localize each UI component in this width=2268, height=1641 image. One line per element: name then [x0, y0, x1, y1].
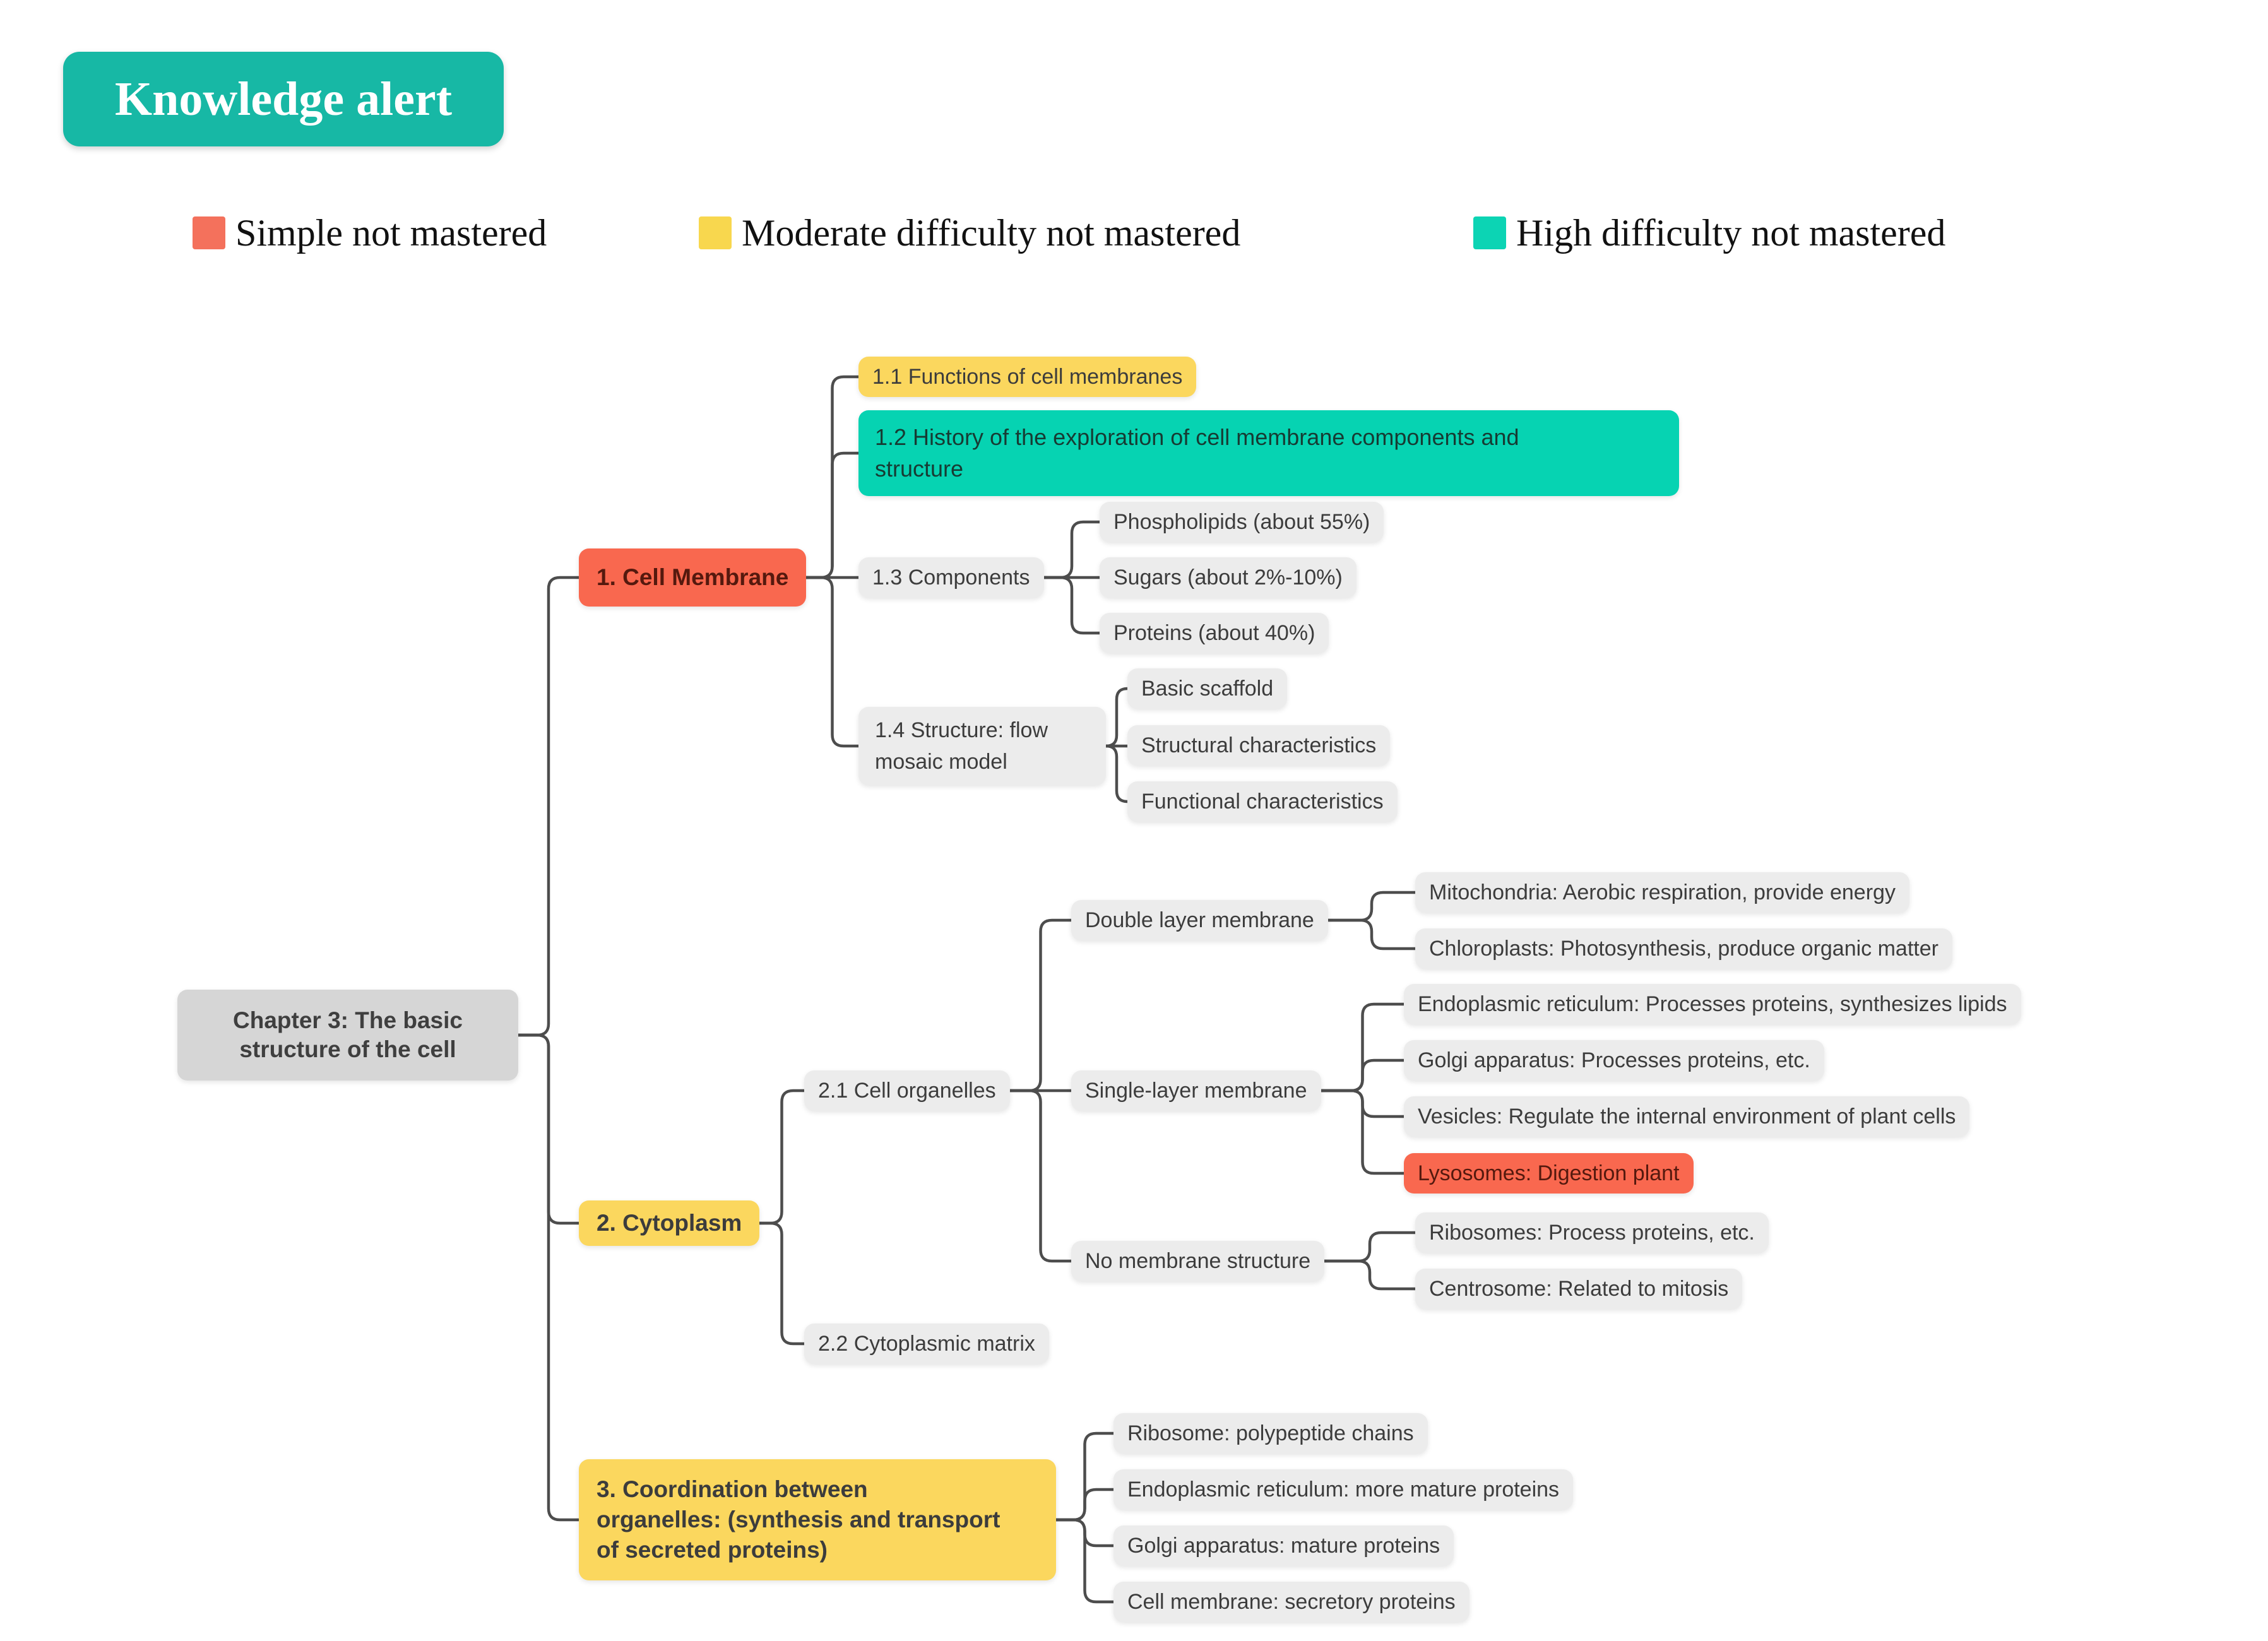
legend-label: High difficulty not mastered — [1516, 211, 1946, 254]
legend-label: Simple not mastered — [235, 211, 547, 254]
node-sugars[interactable]: Sugars (about 2%-10%) — [1100, 557, 1357, 598]
node-cytoplasm[interactable]: 2. Cytoplasm — [579, 1200, 760, 1246]
node-endoplasmic-reticulum-processes[interactable]: Endoplasmic reticulum: Processes protein… — [1404, 984, 2021, 1024]
node-er-more-mature-proteins[interactable]: Endoplasmic reticulum: more mature prote… — [1113, 1469, 1574, 1510]
node-functional-characteristics[interactable]: Functional characteristics — [1127, 781, 1398, 822]
node-ribosome-polypeptide-chains[interactable]: Ribosome: polypeptide chains — [1113, 1413, 1428, 1454]
node-vesicles[interactable]: Vesicles: Regulate the internal environm… — [1404, 1096, 1970, 1137]
node-components[interactable]: 1.3 Components — [858, 557, 1044, 598]
legend-item-moderate: Moderate difficulty not mastered — [699, 211, 1241, 254]
legend-color-swatch — [1473, 216, 1506, 249]
node-proteins[interactable]: Proteins (about 40%) — [1100, 613, 1329, 653]
legend-item-simple: Simple not mastered — [193, 211, 547, 254]
node-functions-of-cell-membranes[interactable]: 1.1 Functions of cell membranes — [858, 357, 1197, 397]
node-cytoplasmic-matrix[interactable]: 2.2 Cytoplasmic matrix — [804, 1324, 1049, 1364]
node-basic-scaffold[interactable]: Basic scaffold — [1127, 668, 1288, 709]
node-single-layer-membrane[interactable]: Single-layer membrane — [1071, 1070, 1321, 1111]
node-cell-organelles[interactable]: 2.1 Cell organelles — [804, 1070, 1010, 1111]
node-lysosomes[interactable]: Lysosomes: Digestion plant — [1404, 1153, 1694, 1194]
node-ribosomes-process-proteins[interactable]: Ribosomes: Process proteins, etc. — [1415, 1212, 1769, 1253]
node-centrosome[interactable]: Centrosome: Related to mitosis — [1415, 1269, 1743, 1309]
node-double-layer-membrane[interactable]: Double layer membrane — [1071, 900, 1328, 940]
node-phospholipids[interactable]: Phospholipids (about 55%) — [1100, 502, 1384, 542]
node-coordination-between-organelles[interactable]: 3. Coordination between organelles: (syn… — [579, 1459, 1056, 1580]
node-golgi-mature-proteins[interactable]: Golgi apparatus: mature proteins — [1113, 1525, 1454, 1566]
legend-item-high: High difficulty not mastered — [1473, 211, 1946, 254]
node-golgi-processes-proteins[interactable]: Golgi apparatus: Processes proteins, etc… — [1404, 1040, 1824, 1081]
node-structure-flow-mosaic-model[interactable]: 1.4 Structure: flow mosaic model — [858, 707, 1106, 785]
knowledge-alert-badge: Knowledge alert — [63, 52, 504, 146]
node-chloroplasts[interactable]: Chloroplasts: Photosynthesis, produce or… — [1415, 928, 1952, 969]
legend-color-swatch — [193, 216, 225, 249]
node-mitochondria[interactable]: Mitochondria: Aerobic respiration, provi… — [1415, 872, 1909, 913]
node-structural-characteristics[interactable]: Structural characteristics — [1127, 725, 1391, 766]
node-chapter-root[interactable]: Chapter 3: The basic structure of the ce… — [177, 990, 518, 1081]
node-cell-membrane-secretory-proteins[interactable]: Cell membrane: secretory proteins — [1113, 1582, 1469, 1622]
legend-color-swatch — [699, 216, 732, 249]
legend-label: Moderate difficulty not mastered — [742, 211, 1241, 254]
node-no-membrane-structure[interactable]: No membrane structure — [1071, 1241, 1325, 1281]
node-history-of-membrane-exploration[interactable]: 1.2 History of the exploration of cell m… — [858, 410, 1679, 496]
node-cell-membrane[interactable]: 1. Cell Membrane — [579, 548, 807, 607]
